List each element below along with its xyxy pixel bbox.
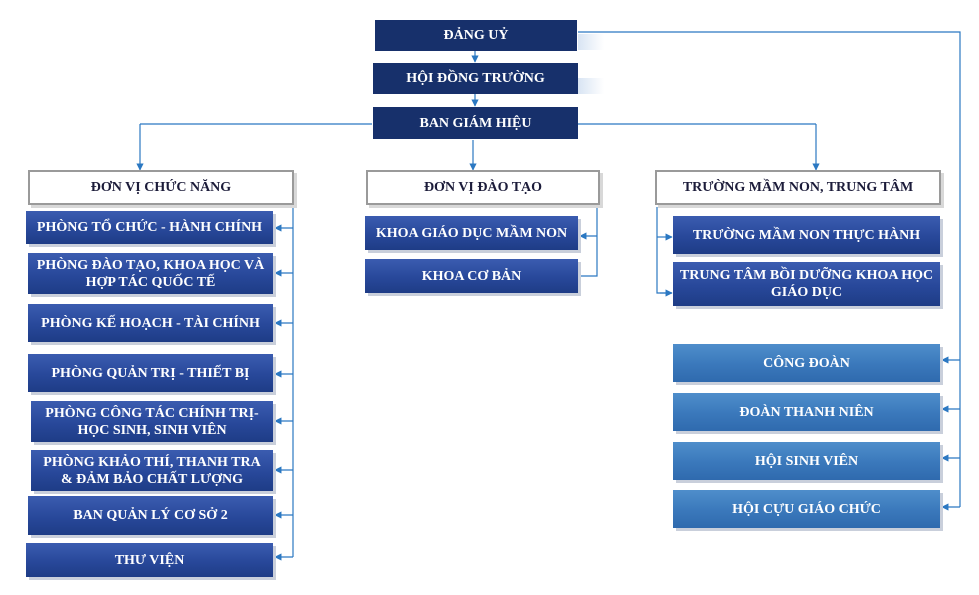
functional-unit: PHÒNG TỔ CHỨC - HÀNH CHÍNH	[26, 211, 273, 244]
organization-unit: HỘI CỰU GIÁO CHỨC	[673, 490, 940, 528]
header-training-units: ĐƠN VỊ ĐÀO TẠO	[366, 170, 600, 205]
training-unit: KHOA GIÁO DỤC MẦM NON	[365, 216, 578, 250]
functional-unit: PHÒNG QUẢN TRỊ - THIẾT BỊ	[28, 354, 273, 392]
functional-unit: PHÒNG KẾ HOẠCH - TÀI CHÍNH	[28, 304, 273, 342]
functional-unit: PHÒNG KHẢO THÍ, THANH TRA & ĐẢM BẢO CHẤT…	[31, 450, 273, 491]
functional-unit: PHÒNG CÔNG TÁC CHÍNH TRỊ- HỌC SINH, SINH…	[31, 401, 273, 442]
organization-unit: CÔNG ĐOÀN	[673, 344, 940, 382]
rector-board-box: BAN GIÁM HIỆU	[373, 107, 578, 139]
school-center-unit: TRƯỜNG MẦM NON THỰC HÀNH	[673, 216, 940, 254]
school-council-box: HỘI ĐỒNG TRƯỜNG	[373, 63, 578, 94]
organization-unit: ĐOÀN THANH NIÊN	[673, 393, 940, 431]
functional-unit: PHÒNG ĐÀO TẠO, KHOA HỌC VÀ HỢP TÁC QUỐC …	[28, 253, 273, 294]
shade-decoration	[578, 78, 604, 94]
functional-unit: THƯ VIỆN	[26, 543, 273, 577]
school-center-unit: TRUNG TÂM BỒI DƯỠNG KHOA HỌC GIÁO DỤC	[673, 262, 940, 306]
header-schools-centers: TRƯỜNG MẦM NON, TRUNG TÂM	[655, 170, 941, 205]
shade-decoration	[578, 34, 604, 50]
header-functional-units: ĐƠN VỊ CHỨC NĂNG	[28, 170, 294, 205]
organization-unit: HỘI SINH VIÊN	[673, 442, 940, 480]
functional-unit: BAN QUẢN LÝ CƠ SỞ 2	[28, 496, 273, 535]
party-committee-box: ĐẢNG UỶ	[375, 20, 577, 51]
training-unit: KHOA CƠ BẢN	[365, 259, 578, 293]
